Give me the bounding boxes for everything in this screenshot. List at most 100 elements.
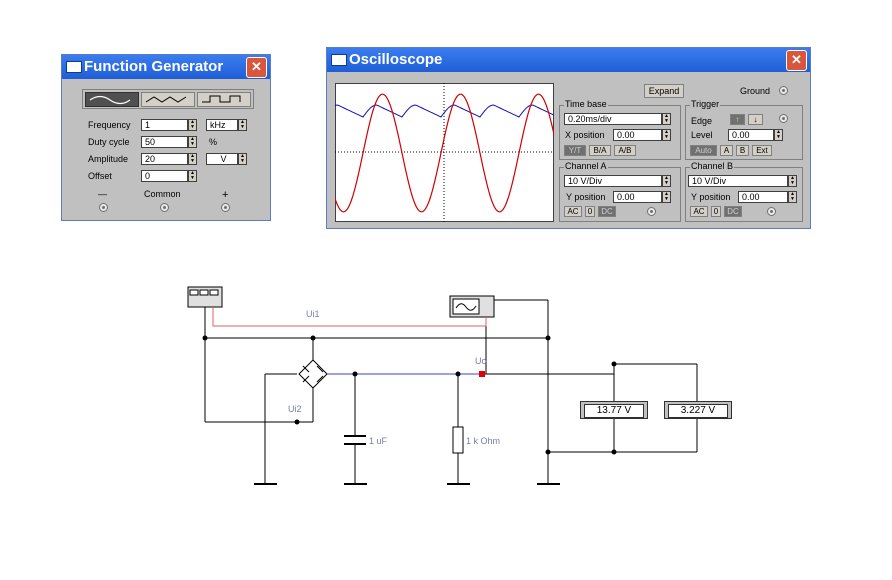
- channel-b-y-position-input[interactable]: 0.00: [738, 191, 788, 203]
- trigger-ext-button[interactable]: Ext: [752, 145, 772, 156]
- auto-trigger-button[interactable]: Auto: [690, 145, 717, 156]
- channel-a-probe-wire: [212, 307, 487, 327]
- window-icon: [331, 54, 347, 66]
- minus-terminal-label: —: [98, 189, 107, 199]
- ba-mode-button[interactable]: B/A: [589, 145, 611, 156]
- duty-cycle-unit: %: [209, 137, 218, 147]
- waveform-selector: [82, 89, 254, 109]
- x-position-label: X position: [565, 130, 605, 140]
- channel-a-y-position-label: Y position: [566, 192, 606, 202]
- duty-cycle-stepper[interactable]: ▲▼: [188, 136, 197, 148]
- voltmeter-2-display: 3.227 V: [668, 404, 728, 418]
- offset-label: Offset: [88, 171, 112, 181]
- voltmeter-1-display: 13.77 V: [584, 404, 644, 418]
- yt-mode-button[interactable]: Y/T: [564, 145, 586, 156]
- sine-wave-button[interactable]: [85, 92, 139, 107]
- common-terminal[interactable]: [160, 203, 169, 212]
- voltmeter-2[interactable]: 3.227 V: [664, 401, 732, 419]
- amplitude-unit-stepper[interactable]: ▲▼: [238, 153, 247, 165]
- time-base-title: Time base: [564, 99, 608, 109]
- ab-mode-button[interactable]: A/B: [614, 145, 636, 156]
- probe-point[interactable]: [479, 371, 485, 377]
- amplitude-unit-select[interactable]: V: [206, 153, 238, 165]
- close-icon[interactable]: ✕: [786, 50, 807, 71]
- edge-label: Edge: [691, 116, 713, 126]
- oscilloscope-screen: [335, 83, 554, 222]
- function-generator-titlebar[interactable]: Function Generator ✕: [62, 55, 270, 79]
- amplitude-label: Amplitude: [88, 154, 129, 164]
- channel-b-scale-input[interactable]: 10 V/Div: [688, 175, 788, 187]
- function-generator-title: Function Generator: [84, 58, 224, 75]
- bridge-rectifier[interactable]: [298, 359, 328, 389]
- plus-terminal-label: +: [222, 189, 229, 201]
- channel-a-zero-button[interactable]: 0: [585, 206, 595, 217]
- trigger-terminal[interactable]: [779, 114, 788, 123]
- rising-edge-button[interactable]: ↑: [730, 114, 745, 125]
- oscilloscope-titlebar[interactable]: Oscilloscope ✕: [327, 48, 810, 72]
- square-wave-button[interactable]: [197, 92, 251, 107]
- trigger-b-button[interactable]: B: [736, 145, 749, 156]
- channel-b-terminal[interactable]: [767, 207, 776, 216]
- channel-b-dc-button[interactable]: DC: [724, 206, 742, 217]
- channel-b-ac-button[interactable]: AC: [690, 206, 708, 217]
- channel-a-y-position-input[interactable]: 0.00: [613, 191, 662, 203]
- channel-a-scale-input[interactable]: 10 V/Div: [564, 175, 662, 187]
- trigger-a-button[interactable]: A: [720, 145, 733, 156]
- oscilloscope-title: Oscilloscope: [349, 51, 443, 68]
- frequency-stepper[interactable]: ▲▼: [188, 119, 197, 131]
- close-icon[interactable]: ✕: [246, 57, 267, 78]
- voltmeter-1[interactable]: 13.77 V: [580, 401, 648, 419]
- channel-a-y-position-stepper[interactable]: ▲▼: [662, 191, 671, 203]
- x-position-stepper[interactable]: ▲▼: [662, 129, 671, 141]
- channel-b-y-position-stepper[interactable]: ▲▼: [788, 191, 797, 203]
- falling-edge-button[interactable]: ↓: [748, 114, 763, 125]
- time-base-stepper[interactable]: ▲▼: [662, 113, 671, 125]
- ui1-label: Ui1: [306, 309, 320, 319]
- minus-terminal[interactable]: [99, 203, 108, 212]
- channel-b-group: [685, 167, 803, 222]
- channel-a-ac-button[interactable]: AC: [564, 206, 582, 217]
- channel-b-scale-stepper[interactable]: ▲▼: [788, 175, 797, 187]
- channel-a-terminal[interactable]: [647, 207, 656, 216]
- channel-b-title: Channel B: [690, 161, 735, 171]
- oscilloscope-window: Oscilloscope ✕ Expand Ground Time base 0…: [326, 47, 811, 229]
- channel-a-title: Channel A: [564, 161, 608, 171]
- window-icon: [66, 61, 82, 73]
- amplitude-input[interactable]: 20: [141, 153, 188, 165]
- common-terminal-label: Common: [144, 189, 181, 199]
- duty-cycle-input[interactable]: 50: [141, 136, 188, 148]
- frequency-unit-stepper[interactable]: ▲▼: [238, 119, 247, 131]
- triangle-wave-button[interactable]: [141, 92, 195, 107]
- x-position-input[interactable]: 0.00: [613, 129, 662, 141]
- frequency-input[interactable]: 1: [141, 119, 188, 131]
- resistor-symbol[interactable]: [452, 426, 464, 454]
- capacitor-label: 1 uF: [369, 436, 388, 446]
- square-wave-icon: [202, 95, 241, 103]
- plus-terminal[interactable]: [221, 203, 230, 212]
- ground-label: Ground: [740, 86, 771, 96]
- channel-b-trace: [335, 93, 554, 213]
- frequency-unit-select[interactable]: kHz: [206, 119, 238, 131]
- resistor-label: 1 k Ohm: [466, 436, 501, 446]
- offset-input[interactable]: 0: [141, 170, 188, 182]
- expand-button[interactable]: Expand: [644, 84, 684, 98]
- frequency-label: Frequency: [88, 120, 131, 130]
- level-stepper[interactable]: ▲▼: [774, 129, 783, 141]
- channel-a-group: [559, 167, 681, 222]
- rising-edge-icon: ↑: [735, 115, 740, 124]
- triangle-wave-icon: [145, 96, 187, 103]
- time-base-input[interactable]: 0.20ms/div: [564, 113, 662, 125]
- channel-b-zero-button[interactable]: 0: [711, 206, 721, 217]
- channel-a-scale-stepper[interactable]: ▲▼: [662, 175, 671, 187]
- time-base-group: [559, 105, 681, 160]
- level-input[interactable]: 0.00: [728, 129, 774, 141]
- offset-stepper[interactable]: ▲▼: [188, 170, 197, 182]
- duty-cycle-label: Duty cycle: [88, 137, 130, 147]
- amplitude-stepper[interactable]: ▲▼: [188, 153, 197, 165]
- trigger-group: [685, 105, 803, 160]
- ground-terminal[interactable]: [779, 86, 788, 95]
- channel-a-dc-button[interactable]: DC: [598, 206, 616, 217]
- falling-edge-icon: ↓: [753, 115, 758, 124]
- function-generator-window: Function Generator ✕ Frequency 1 ▲▼ kHz …: [61, 54, 271, 221]
